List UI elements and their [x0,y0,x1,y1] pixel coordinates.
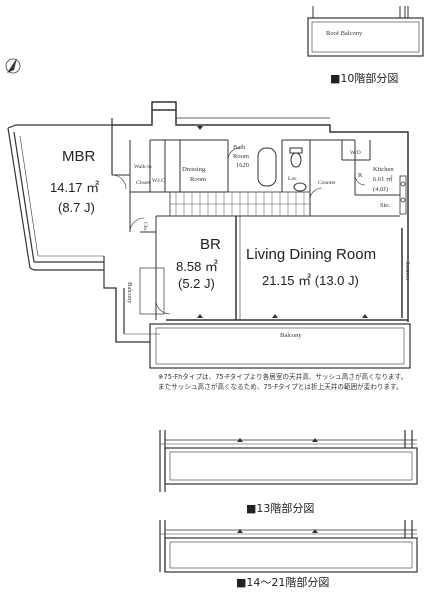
mbr-area: 14.17 ㎡ [50,180,100,195]
counter-label: Counter [318,180,336,186]
kitchen-label: Kitchen [373,166,394,173]
kitchen-counter [399,175,407,215]
corridor-hatch [170,192,310,216]
wd-label: W/D [350,150,361,156]
br-jo: (5.2 J) [178,276,215,291]
mbr-jo: (8.7 J) [58,200,95,215]
bath-size-label: 1620 [236,162,249,169]
bath-label: Bath [233,144,246,151]
floor13-label: ■13階部分図 [246,502,315,515]
ref-label: R [358,172,363,179]
floor14-21-label: ■14〜21階部分図 [236,576,330,589]
sink-icon [293,182,307,192]
mbr-walls [7,118,160,343]
wic-label: W.I.C [152,178,165,184]
balcony-side-label: Balcony [126,282,133,304]
floor13-outline [159,430,418,492]
mbr-name: MBR [62,148,96,165]
roof-balcony-label: Roof Balcony [326,30,363,37]
bathtub-icon [257,147,277,187]
sash-markers [197,126,368,318]
br-area: 8.58 ㎡ [176,259,218,274]
floor10-label: ■10階部分図 [330,72,399,85]
dressing-label-1: Dressing [182,166,206,173]
kitchen-jo: (4.0J) [373,186,388,193]
clo-label: Clo. [142,222,148,232]
walkin-label-1: Walk-in [134,164,152,170]
note-line-2: またサッシュ高さが高くなるため、75-Fタイプとは折上天井の範囲が変わります。 [158,383,403,391]
door-swings [111,147,366,315]
toilet-icon [289,147,303,168]
louver-label: Louver [404,262,411,281]
floor14-21-outline [159,520,418,573]
outer-walls [112,101,409,322]
balcony-label: Balcony [280,332,302,339]
lav-label: Lav. [288,176,298,182]
roof-balcony-outline [307,6,424,57]
north-arrow-icon [5,58,21,74]
br-name: BR [200,236,221,253]
ldr-area: 21.15 ㎡ (13.0 J) [262,273,359,288]
kitchen-area: 6.61 ㎡ [373,176,393,183]
walkin-label-2: Closet [136,180,151,186]
note-line-1: ※75-Fhタイプは、75-Fタイプより各居室の天井高、サッシュ高さが高くなりま… [158,373,408,381]
bath-room-label: Room [233,153,249,160]
sto-label: Sto. [380,202,391,209]
dressing-label-2: Room [190,176,206,183]
ldr-name: Living Dining Room [246,246,377,263]
